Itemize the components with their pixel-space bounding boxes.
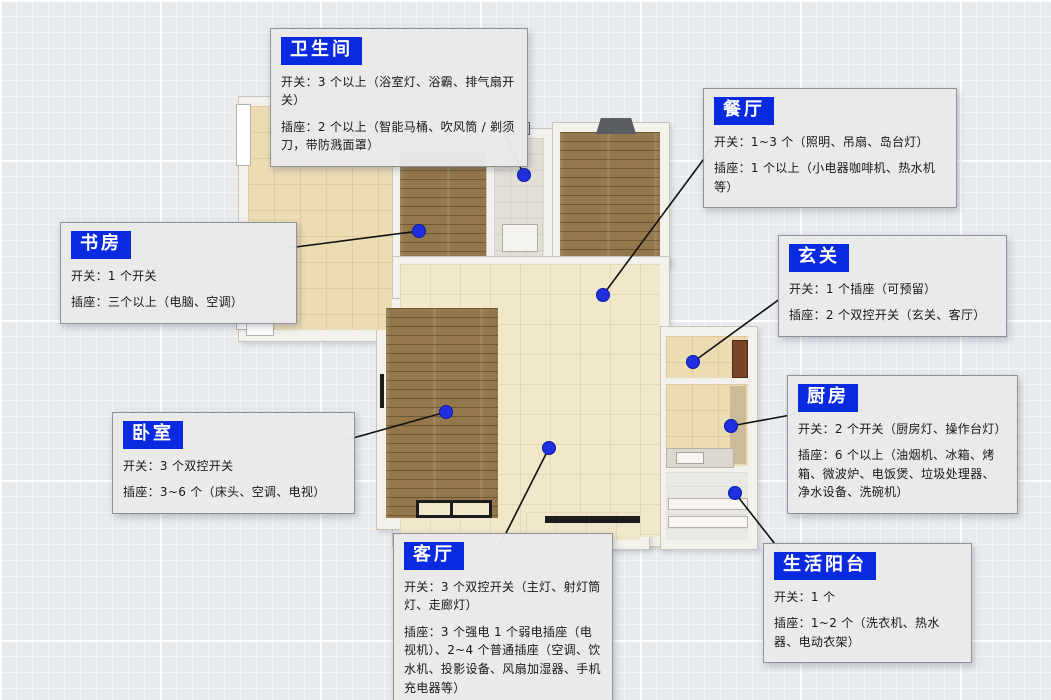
bathroom-socket-spec: 插座：2 个以上（智能马桶、吹风筒 / 剃须刀，带防溅面罩） [281, 119, 515, 153]
callout-entrance: 玄关 开关：1 个插座（可预留） 插座：2 个双控开关（玄关、客厅） [778, 235, 1007, 337]
bedroom-switch-spec: 开关：3 个双控开关 [123, 458, 234, 473]
window-bottom-left [246, 322, 274, 336]
callout-service-balcony-title: 生活阳台 [774, 552, 876, 580]
bedroom-balcony-door [416, 500, 492, 518]
kitchen-sink [676, 452, 704, 464]
bathroom-sink [502, 224, 538, 252]
bedroom-socket-spec: 插座：3~6 个（床头、空调、电视） [123, 485, 326, 500]
callout-living-title: 客厅 [404, 542, 464, 570]
bathroom-switch-spec: 开关：3 个以上（浴室灯、浴霸、排气扇开关） [281, 74, 515, 108]
living-socket-spec: 插座：3 个强电 1 个弱电插座（电视机）、2~4 个普通插座（空调、饮水机、投… [404, 624, 601, 695]
entry-door [732, 340, 748, 378]
callout-bedroom: 卧室 开关：3 个双控开关 插座：3~6 个（床头、空调、电视） [112, 412, 355, 514]
callout-dining-title: 餐厅 [714, 97, 774, 125]
callout-bathroom: 卫生间 开关：3 个以上（浴室灯、浴霸、排气扇开关） 插座：2 个以上（智能马桶… [270, 28, 528, 167]
study-switch-spec: 开关：1 个开关 [71, 268, 157, 283]
floor-master-bedroom [386, 308, 498, 518]
callout-bedroom-title: 卧室 [123, 421, 183, 449]
living-switch-spec: 开关：3 个双控开关（主灯、射灯筒灯、走廊灯） [404, 579, 601, 613]
callout-kitchen-title: 厨房 [798, 384, 858, 412]
bedroom-door-handle [380, 374, 384, 408]
callout-living: 客厅 开关：3 个双控开关（主灯、射灯筒灯、走廊灯） 插座：3 个强电 1 个弱… [393, 533, 613, 700]
bedroom-balcony-door-mullion [450, 500, 453, 518]
service-balcony-window-2 [668, 516, 748, 528]
kitchen-switch-spec: 开关：2 个开关（厨房灯、操作台灯） [798, 421, 1007, 436]
callout-entrance-title: 玄关 [789, 244, 849, 272]
service-balcony-socket-spec: 插座：1~2 个（洗衣机、热水器、电动衣架） [774, 616, 940, 649]
callout-dining: 餐厅 开关：1~3 个（照明、吊扇、岛台灯） 插座：1 个以上（小电器咖啡机、热… [703, 88, 957, 209]
service-balcony-window-1 [668, 498, 748, 510]
kitchen-socket-spec: 插座：6 个以上（油烟机、冰箱、烤箱、微波炉、电饭煲、垃圾处理器、净水设备、洗碗… [798, 448, 995, 500]
floor-study-room [400, 152, 486, 256]
callout-study: 书房 开关：1 个开关 插座：三个以上（电脑、空调） [60, 222, 297, 324]
entrance-switch-spec: 开关：1 个插座（可预留） [789, 281, 937, 296]
callout-bathroom-title: 卫生间 [281, 37, 362, 65]
floor-top-right-bedroom [560, 132, 660, 256]
entrance-socket-spec: 插座：2 个双控开关（玄关、客厅） [789, 308, 986, 323]
callout-service-balcony: 生活阳台 开关：1 个 插座：1~2 个（洗衣机、热水器、电动衣架） [763, 543, 972, 664]
study-socket-spec: 插座：三个以上（电脑、空调） [71, 295, 244, 310]
callout-kitchen: 厨房 开关：2 个开关（厨房灯、操作台灯） 插座：6 个以上（油烟机、冰箱、烤箱… [787, 375, 1018, 514]
dining-switch-spec: 开关：1~3 个（照明、吊扇、岛台灯） [714, 134, 929, 149]
window-left-top [236, 104, 251, 166]
callout-study-title: 书房 [71, 231, 131, 259]
living-window-sill [545, 516, 640, 523]
service-balcony-switch-spec: 开关：1 个 [774, 589, 836, 604]
dining-socket-spec: 插座：1 个以上（小电器咖啡机、热水机等） [714, 161, 936, 194]
air-conditioner [596, 118, 636, 134]
